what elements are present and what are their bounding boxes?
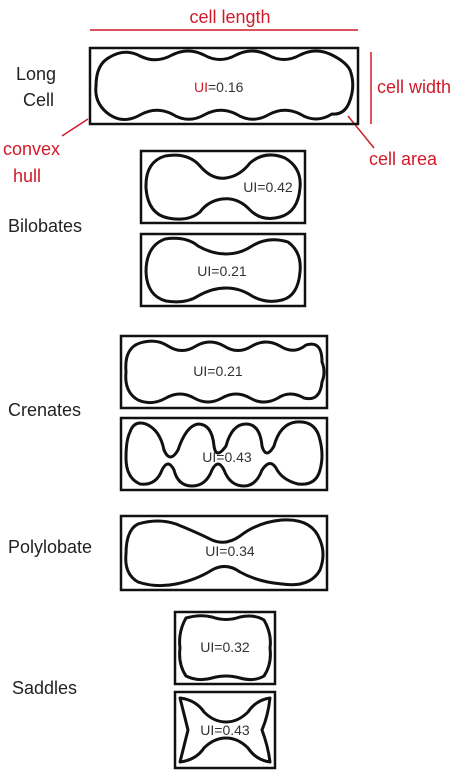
saddle-1-convex-hull <box>173 610 277 686</box>
category-crenates: Crenates <box>8 400 81 420</box>
crenate-1-outline <box>124 339 326 405</box>
bilobate-cell-1: UI=0.42 <box>139 149 307 225</box>
bilobate-2-outline <box>144 236 302 304</box>
crenate-1-convex-hull <box>119 334 329 410</box>
category-long-cell-line1: Long <box>16 64 56 84</box>
convex-hull-pointer <box>61 118 89 137</box>
bilobate-1-ui-value: UI=0.42 <box>243 179 293 195</box>
crenate-1-ui-value: UI=0.21 <box>193 363 243 379</box>
saddle-2-ui-value: UI=0.43 <box>200 722 250 738</box>
cell-length-label: cell length <box>189 7 270 27</box>
crenate-2-ui-value: UI=0.43 <box>202 449 252 465</box>
bilobate-cell-2: UI=0.21 <box>139 232 307 308</box>
polylobate-1-outline <box>124 518 325 588</box>
convex-hull-label-line1: convex <box>3 139 60 159</box>
cell-width-label: cell width <box>377 77 451 97</box>
long-cell-ui-prefix: UI <box>194 79 208 95</box>
crenate-cell-2: UI=0.43 <box>119 416 329 492</box>
bilobate-1-convex-hull <box>139 149 307 225</box>
polylobate-1-convex-hull <box>119 514 329 592</box>
saddle-cell-1: UI=0.32 <box>173 610 277 686</box>
long-cell-diagram: UI=0.16 <box>88 46 360 126</box>
bilobate-2-ui-value: UI=0.21 <box>197 263 247 279</box>
category-saddles: Saddles <box>12 678 77 698</box>
crenate-cell-1: UI=0.21 <box>119 334 329 410</box>
category-long-cell-line2: Cell <box>23 90 54 110</box>
convex-hull-label-line2: hull <box>13 166 41 186</box>
bilobate-2-convex-hull <box>139 232 307 308</box>
saddle-1-outline <box>178 614 272 682</box>
crenate-2-convex-hull <box>119 416 329 492</box>
category-bilobates: Bilobates <box>8 216 82 236</box>
saddle-2-outline <box>178 696 272 764</box>
long-cell-convex-hull <box>88 46 360 126</box>
crenate-2-outline <box>124 420 324 488</box>
saddle-2-convex-hull <box>173 690 277 770</box>
polylobate-cell-1: UI=0.34 <box>119 514 329 592</box>
bilobate-1-outline <box>144 153 302 221</box>
saddle-1-ui-value: UI=0.32 <box>200 639 250 655</box>
polylobate-1-ui-value: UI=0.34 <box>205 543 255 559</box>
long-cell-ui-value: UI=0.16 <box>194 79 244 95</box>
category-polylobate: Polylobate <box>8 537 92 557</box>
long-cell-ui-number: =0.16 <box>208 79 244 95</box>
long-cell-outline <box>94 49 355 121</box>
cell-area-label: cell area <box>369 149 438 169</box>
saddle-cell-2: UI=0.43 <box>173 690 277 770</box>
cell-area-pointer <box>347 115 375 149</box>
